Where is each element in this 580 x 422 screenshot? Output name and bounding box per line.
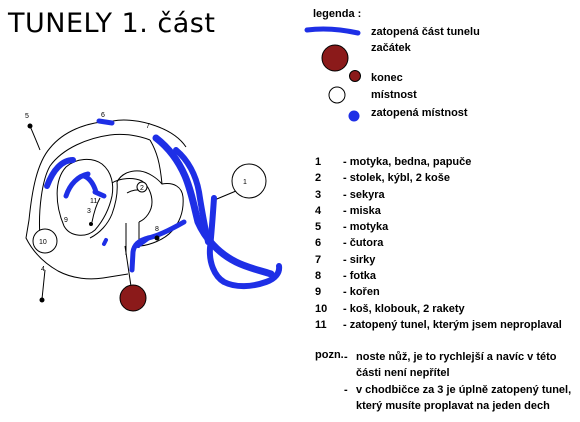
flooded-top-6 — [96, 118, 115, 126]
flooded-12 — [136, 236, 151, 248]
map-label-4: 4 — [41, 266, 45, 273]
map-label-1: 1 — [243, 179, 247, 186]
center-branch — [149, 139, 163, 185]
outer-wall — [25, 120, 129, 280]
flooded-chamber-c — [81, 173, 99, 195]
legend-flooded-room-symbol — [348, 110, 360, 122]
room-1 — [231, 163, 267, 199]
endpoint-4 — [39, 297, 45, 303]
legend-start-label: začátek — [371, 42, 411, 54]
map-label-2: 2 — [140, 185, 144, 192]
legend-flooded-tunnel-label: zatopená část tunelu — [371, 26, 480, 38]
link-3 — [91, 197, 101, 223]
legend-end-label: konec — [371, 72, 403, 84]
start-marker — [119, 284, 147, 312]
map-label-6: 6 — [101, 112, 105, 119]
note-text-cont: části není nepřítel — [356, 367, 450, 379]
inner-chamber-2 — [89, 170, 184, 247]
page-title: TUNELY 1. část — [8, 8, 216, 39]
endpoint-3 — [89, 222, 93, 226]
legend-room-symbol — [328, 86, 346, 104]
map-label-10: 10 — [39, 239, 47, 246]
room-2 — [136, 181, 148, 193]
flooded-descent — [206, 195, 283, 290]
link-5 — [29, 125, 41, 151]
map-label-7: 7 — [146, 123, 150, 130]
note-text: v chodbičce za 3 je úplně zatopený tunel… — [356, 384, 572, 396]
flooded-main — [152, 134, 275, 278]
legend-flooded-tunnel-symbol — [304, 26, 361, 36]
legend-flooded-room-label: zatopená místnost — [371, 107, 468, 119]
link-4 — [41, 269, 46, 300]
map-label-8: 8 — [155, 226, 159, 233]
flooded-upper — [173, 147, 211, 245]
notes-label: pozn. — [315, 349, 344, 361]
inner-chamber — [56, 159, 114, 236]
flooded-chamber-d — [92, 189, 107, 199]
map-label-5: 5 — [25, 113, 29, 120]
map-label-9: 9 — [64, 217, 68, 224]
legend-room-label: místnost — [371, 89, 417, 101]
legend-end-symbol — [349, 70, 361, 82]
legend-heading: legenda : — [313, 8, 362, 20]
map-label-3: 3 — [87, 208, 91, 215]
map-label-11: 11 — [90, 198, 97, 205]
outer-wall-top — [112, 119, 157, 127]
right-wall — [155, 125, 187, 148]
tunnel-walls — [25, 119, 237, 300]
flooded-chamber-a — [44, 157, 76, 189]
legend-start-symbol — [321, 44, 349, 72]
inner-loop — [39, 133, 151, 239]
note-item: -v chodbičce za 3 je úplně zatopený tune… — [344, 384, 572, 412]
note-text: noste nůž, je to rychlejší a navíc v tét… — [356, 351, 557, 363]
note-text-cont: který musíte proplavat na jeden dech — [356, 400, 550, 412]
flooded-chamber-e — [102, 238, 108, 246]
room2-passage — [111, 178, 153, 223]
flooded-tunnels — [44, 118, 283, 290]
endpoint-5 — [27, 123, 33, 129]
note-item: -noste nůž, je to rychlejší a navíc v té… — [344, 351, 557, 379]
room-10 — [32, 228, 58, 254]
legend-symbols — [304, 26, 361, 122]
endpoint-8 — [154, 235, 160, 241]
